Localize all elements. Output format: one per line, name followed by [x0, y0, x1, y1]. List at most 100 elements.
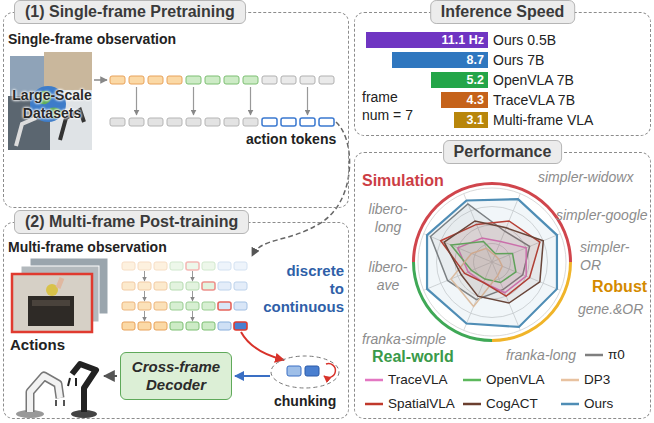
axis-label: libero-long	[360, 200, 416, 236]
radar-chart	[418, 188, 566, 336]
legend-text: TraceVLA	[388, 372, 448, 388]
bar-value: 4.3	[441, 92, 488, 108]
token-rows	[154, 302, 167, 310]
box-label: Cross-frame Decoder	[129, 358, 223, 394]
axis-label: gene.&OR	[578, 300, 643, 318]
chunk-arrow	[241, 332, 284, 360]
chunking-group	[305, 366, 319, 376]
token-rows	[154, 322, 167, 330]
token-rows	[167, 118, 182, 126]
multi-frame-images	[58, 278, 62, 288]
axis-label: franka-long	[506, 346, 576, 364]
chunking-label: chunking	[274, 392, 336, 410]
group-label: Simulation	[362, 172, 444, 190]
dataset-collage	[16, 118, 36, 146]
legend-line-sample	[463, 379, 481, 382]
token-rows	[170, 282, 183, 290]
token-rows	[300, 76, 315, 84]
bar-name: Ours 0.5B	[493, 32, 556, 48]
legend-item: SpatialVLA	[364, 396, 455, 412]
legend-line-sample	[364, 399, 384, 409]
panel-title: (2) Multi-frame Post-training	[14, 210, 249, 234]
bar-value: 11.1 Hz	[366, 32, 488, 48]
input-arrow	[94, 79, 107, 81]
token-rows	[234, 322, 247, 330]
speed-bar: 8.7Ours 7B	[392, 52, 488, 68]
token-rows	[224, 76, 239, 84]
token-rows	[262, 76, 277, 84]
panel-title: Performance	[443, 140, 563, 164]
token-rows	[138, 262, 151, 270]
token-rows	[144, 291, 145, 301]
token-rows	[192, 271, 193, 281]
token-rows	[202, 322, 215, 330]
speed-bar: 11.1 HzOurs 0.5B	[366, 32, 488, 48]
token-rows	[202, 302, 215, 310]
bar-value: 3.1	[454, 112, 488, 128]
token-rows	[148, 118, 163, 126]
token-rows	[122, 302, 135, 310]
legend-text: CogACT	[486, 396, 538, 412]
legend-item: CogACT	[462, 396, 538, 412]
token-rows	[307, 87, 308, 115]
token-rows	[122, 262, 135, 270]
bar-name: TraceVLA 7B	[493, 92, 575, 108]
radar-chart	[427, 199, 557, 327]
group-label: Robust	[592, 278, 647, 296]
token-rows	[205, 118, 220, 126]
group-label: Real-world	[372, 348, 454, 366]
bar-value: 8.7	[392, 52, 488, 68]
token-rows	[110, 118, 125, 126]
token-rows	[138, 322, 151, 330]
token-rows	[234, 262, 247, 270]
bar-name: Ours 7B	[493, 52, 544, 68]
panel-title: (1) Single-frame Pretraining	[14, 0, 246, 24]
token-rows	[281, 118, 296, 126]
chunking-group	[287, 366, 301, 376]
token-rows	[250, 87, 251, 115]
token-rows	[136, 87, 137, 115]
token-rows	[243, 118, 258, 126]
panel-title: Inference Speed	[430, 0, 576, 24]
robot-arms	[16, 364, 97, 418]
legend-text: OpenVLA	[486, 372, 545, 388]
bar-value: 5.2	[431, 72, 488, 88]
multi-frame-images	[32, 300, 70, 306]
legend-line-sample	[364, 375, 384, 385]
token-rows	[262, 118, 277, 126]
multi-frame-images	[12, 274, 92, 332]
token-rows	[234, 282, 247, 290]
token-rows	[218, 302, 231, 310]
token-rows	[186, 302, 199, 310]
legend-line-sample	[463, 403, 481, 406]
legend-text: DP3	[584, 372, 610, 388]
token-rows	[186, 76, 201, 84]
action-arrow	[104, 375, 117, 377]
token-label: action tokens	[246, 130, 336, 148]
token-rows	[186, 262, 199, 270]
speed-bar: 5.2OpenVLA 7B	[431, 72, 488, 88]
decode-arrow	[235, 375, 270, 377]
frame-note: frame num = 7	[362, 88, 420, 124]
token-rows	[202, 262, 215, 270]
legend-item: π0	[584, 347, 625, 363]
bar-name: OpenVLA 7B	[493, 72, 574, 88]
token-rows	[319, 76, 334, 84]
token-rows	[243, 76, 258, 84]
legend-item: OpenVLA	[462, 372, 545, 388]
dataset-label: Large-Scale Datasets	[10, 86, 94, 122]
speed-bar: 3.1Multi-frame VLA	[454, 112, 488, 128]
legend-text: Ours	[584, 396, 613, 412]
legend-line-sample	[462, 375, 482, 385]
token-rows	[193, 87, 194, 115]
dataset-collage	[44, 52, 92, 92]
legend-line-sample	[561, 403, 579, 406]
radar-chart	[412, 182, 572, 342]
observation-label: Single-frame observation	[8, 30, 176, 48]
token-rows	[186, 322, 199, 330]
axis-label: simpler-widowx	[538, 168, 633, 186]
token-rows	[224, 118, 239, 126]
actions-label: Actions	[10, 336, 65, 354]
token-rows	[281, 76, 296, 84]
